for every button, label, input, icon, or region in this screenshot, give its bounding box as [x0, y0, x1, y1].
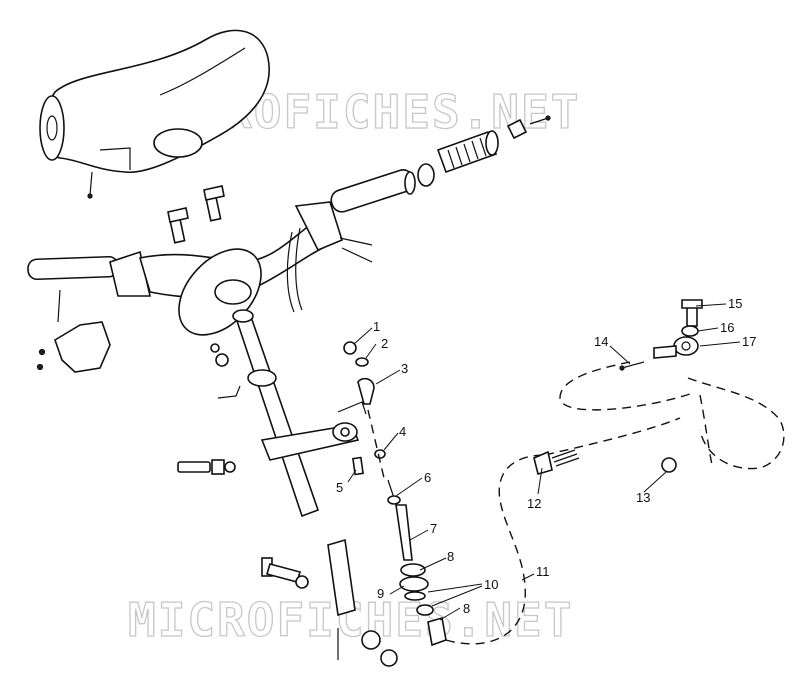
callout-15: 15 [728, 296, 742, 311]
callout-17: 17 [742, 334, 756, 349]
callout-2: 2 [381, 336, 388, 351]
steering-column [217, 309, 360, 617]
callout-6: 6 [424, 470, 431, 485]
callout-14: 14 [594, 334, 608, 349]
callout-4: 4 [399, 424, 406, 439]
callout-10: 10 [484, 577, 498, 592]
callout-7: 7 [430, 521, 437, 536]
callout-5: 5 [336, 480, 343, 495]
throttle-cable-stack [337, 341, 447, 647]
callout-8-lower: 8 [463, 601, 470, 616]
handlebar-pad [39, 29, 270, 199]
callout-3: 3 [401, 361, 408, 376]
grip-assembly [417, 115, 551, 187]
callout-16: 16 [720, 320, 734, 335]
callout-9: 9 [377, 586, 384, 601]
callout-13: 13 [636, 490, 650, 505]
right-hardware [533, 299, 703, 475]
left-hardware [36, 289, 398, 667]
callout-11: 11 [536, 564, 550, 579]
leader-lines [347, 303, 741, 621]
callout-12: 12 [527, 496, 541, 511]
callout-8-upper: 8 [447, 549, 454, 564]
callout-1: 1 [373, 319, 380, 334]
throttle-cable [445, 361, 785, 645]
